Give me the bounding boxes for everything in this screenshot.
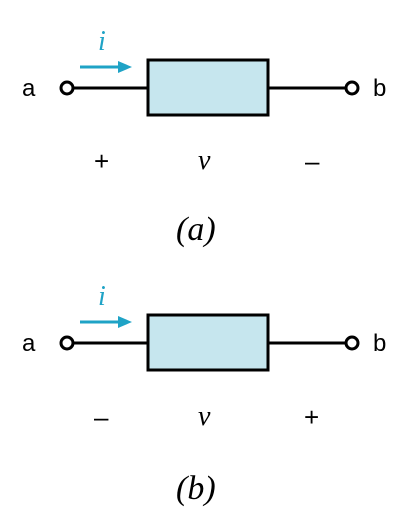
circuit-element bbox=[146, 313, 270, 372]
polarity-left: + bbox=[94, 146, 110, 176]
terminal-b-node bbox=[344, 80, 360, 96]
current-arrow-head bbox=[118, 316, 132, 328]
terminal-a-label: a bbox=[22, 75, 36, 102]
terminal-a-node bbox=[59, 80, 75, 96]
polarity-right: + bbox=[304, 402, 320, 432]
circuit-element bbox=[146, 58, 270, 117]
circuit-panel-a: a b i + v – (a) bbox=[0, 0, 405, 263]
voltage-label: v bbox=[198, 145, 211, 176]
circuit-diagram-b bbox=[59, 313, 360, 372]
circuit-panel-b: a b i – v + (b) bbox=[0, 263, 405, 526]
terminal-b-label: b bbox=[373, 330, 387, 357]
circuit-diagram-a bbox=[59, 58, 360, 117]
caption-a: (a) bbox=[176, 211, 216, 248]
terminal-b-node bbox=[344, 335, 360, 351]
caption-b: (b) bbox=[176, 470, 216, 507]
terminal-b-label: b bbox=[373, 75, 387, 102]
voltage-label: v bbox=[198, 401, 211, 432]
current-label: i bbox=[98, 26, 106, 57]
polarity-left: – bbox=[94, 402, 109, 432]
terminal-a-node bbox=[59, 335, 75, 351]
current-label: i bbox=[98, 281, 106, 312]
terminal-a-label: a bbox=[22, 330, 36, 357]
current-arrow-head bbox=[118, 61, 132, 73]
polarity-right: – bbox=[305, 146, 320, 176]
